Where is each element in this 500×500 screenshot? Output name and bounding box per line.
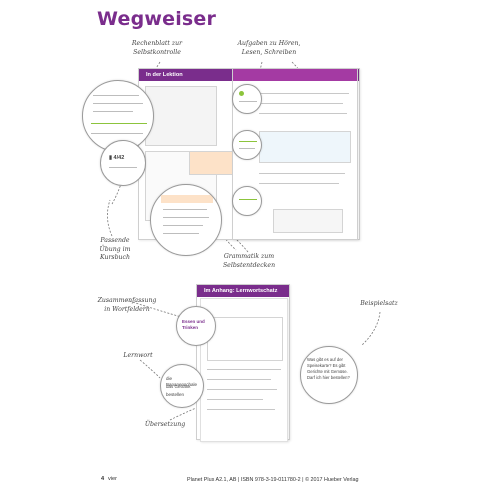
exercise-box bbox=[273, 209, 343, 233]
zoom-lernwort: die Bananenschale das Getränk bestellen bbox=[160, 364, 204, 408]
text-line bbox=[259, 183, 339, 185]
zoom-essen-trinken: Essen und Trinken bbox=[176, 306, 216, 346]
annotation-grammatik: Grammatik zum Selbstentdecken bbox=[222, 253, 276, 269]
lektion-band-right bbox=[233, 69, 357, 81]
publication-info: Planet Plus A2.1, AB | ISBN 978-3-19-011… bbox=[187, 477, 359, 483]
zoom-schreiben bbox=[232, 130, 262, 160]
annotation-passende: Passende Übung im Kursbuch bbox=[99, 237, 131, 261]
text-line bbox=[207, 379, 271, 381]
zoom-uebung: ▮ 4/42 bbox=[100, 140, 146, 186]
anhang-page-right bbox=[200, 298, 288, 442]
exercise-box bbox=[145, 86, 217, 146]
annotation-lernwort: Lernwort bbox=[123, 352, 153, 359]
text-line bbox=[259, 173, 345, 175]
page-title: Wegweiser bbox=[97, 8, 217, 30]
page-number-word: vier bbox=[108, 476, 118, 482]
zoom-grammatik bbox=[150, 184, 222, 256]
text-line bbox=[207, 399, 263, 401]
lernwort-line-3: bestellen bbox=[166, 392, 185, 397]
zoom-beispielsatz: Was gibt es auf der Speisekarte? Es gibt… bbox=[300, 346, 358, 404]
text-line bbox=[259, 103, 343, 105]
essen-trinken-label: Essen und Trinken bbox=[182, 319, 205, 331]
text-line bbox=[259, 113, 347, 115]
annotation-beispielsatz: Beispielsatz bbox=[360, 300, 398, 307]
annotation-aufgaben: Aufgaben zu Hören, Lesen, Schreiben bbox=[237, 40, 301, 56]
audio-icon bbox=[239, 91, 244, 96]
lernwort-line-2: das Getränk bbox=[166, 384, 191, 389]
zoom-aufgaben bbox=[232, 84, 262, 114]
text-line bbox=[207, 409, 275, 411]
lernwort-line-1: die Bananenschale bbox=[166, 376, 198, 388]
zoom-lesen bbox=[232, 186, 262, 216]
vocab-grid bbox=[207, 317, 283, 361]
anhang-band: Im Anhang: Lernwortschatz bbox=[197, 285, 289, 297]
text-line bbox=[207, 389, 277, 391]
annotation-uebersetzung: Übersetzung bbox=[144, 421, 186, 428]
grammar-box bbox=[189, 151, 234, 175]
text-line bbox=[259, 93, 349, 95]
exercise-box bbox=[259, 131, 351, 163]
page-number: 4 bbox=[101, 476, 105, 482]
text-line bbox=[207, 369, 281, 371]
beispiel-text: Was gibt es auf der Speisekarte? Es gibt… bbox=[307, 357, 350, 380]
annotation-rechenblatt: Rechenblatt zur Selbstkontrolle bbox=[131, 40, 183, 56]
